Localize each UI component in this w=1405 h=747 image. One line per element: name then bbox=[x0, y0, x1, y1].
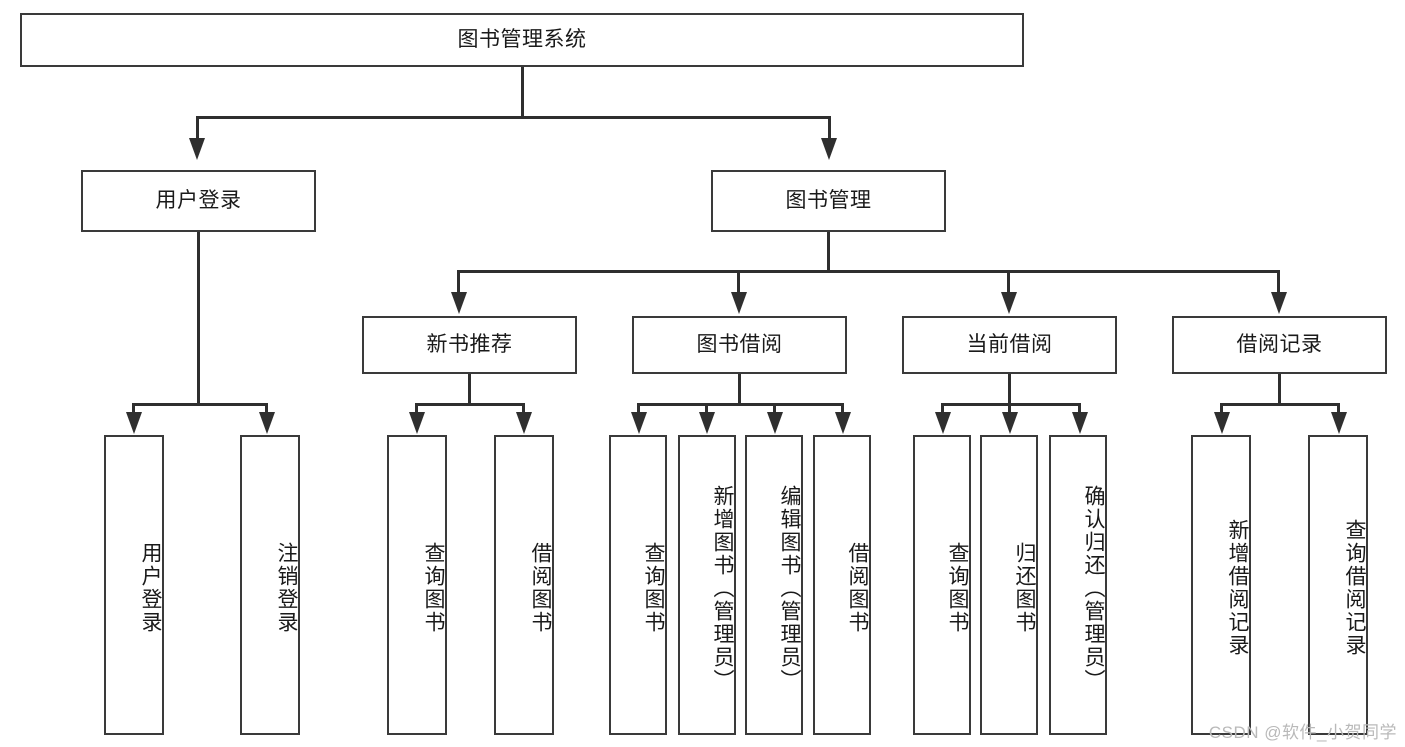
leaf-user-logout-label: 注销登录 bbox=[275, 542, 298, 634]
leaf-record-query[interactable]: 查询借阅记录 bbox=[1308, 435, 1368, 735]
leaf-borrow-edit-book-admin[interactable]: 编辑图书（管理员） bbox=[745, 435, 803, 735]
connector-level3-drop-3 bbox=[1007, 270, 1010, 294]
leaf-new-book-query[interactable]: 查询图书 bbox=[387, 435, 447, 735]
arrowhead-level3-3 bbox=[1001, 292, 1017, 314]
arrowhead-borrow-record-leaf-1 bbox=[1214, 412, 1230, 434]
connector-book-borrow-drop-1 bbox=[637, 403, 640, 415]
leaf-borrow-add-book-admin[interactable]: 新增图书（管理员） bbox=[678, 435, 736, 735]
connector-new-book-drop-1 bbox=[415, 403, 418, 415]
arrowhead-user-login-leaf-2 bbox=[259, 412, 275, 434]
arrowhead-book-borrow-leaf-3 bbox=[767, 412, 783, 434]
connector-user-login-drop-1 bbox=[132, 403, 135, 415]
leaf-new-book-borrow-label: 借阅图书 bbox=[529, 542, 552, 634]
node-new-book-recommend[interactable]: 新书推荐 bbox=[362, 316, 577, 374]
leaf-new-book-borrow[interactable]: 借阅图书 bbox=[494, 435, 554, 735]
leaf-new-book-query-label: 查询图书 bbox=[422, 542, 445, 634]
node-new-book-recommend-label: 新书推荐 bbox=[426, 332, 513, 356]
node-current-borrow[interactable]: 当前借阅 bbox=[902, 316, 1117, 374]
leaf-borrow-query-book[interactable]: 查询图书 bbox=[609, 435, 667, 735]
connector-current-borrow-drop-3 bbox=[1078, 403, 1081, 415]
arrowhead-borrow-record-leaf-2 bbox=[1331, 412, 1347, 434]
connector-current-borrow-stem bbox=[1008, 374, 1011, 405]
arrowhead-new-book-leaf-2 bbox=[516, 412, 532, 434]
leaf-current-confirm-return-admin[interactable]: 确认归还（管理员） bbox=[1049, 435, 1107, 735]
leaf-borrow-edit-book-admin-label: 编辑图书（管理员） bbox=[778, 484, 801, 692]
leaf-current-query-book[interactable]: 查询图书 bbox=[913, 435, 971, 735]
leaf-record-add-label: 新增借阅记录 bbox=[1226, 519, 1249, 657]
leaf-current-return-book[interactable]: 归还图书 bbox=[980, 435, 1038, 735]
connector-user-login-stem bbox=[197, 232, 200, 405]
leaf-borrow-borrow-book-label: 借阅图书 bbox=[846, 542, 869, 634]
connector-book-borrow-bus bbox=[637, 403, 844, 406]
arrowhead-current-borrow-leaf-2 bbox=[1002, 412, 1018, 434]
connector-root-stem bbox=[521, 67, 524, 118]
arrowhead-level2-right bbox=[821, 138, 837, 160]
arrowhead-book-borrow-leaf-2 bbox=[699, 412, 715, 434]
connector-level2-drop-left bbox=[196, 116, 199, 140]
arrowhead-book-borrow-leaf-4 bbox=[835, 412, 851, 434]
arrowhead-book-borrow-leaf-1 bbox=[631, 412, 647, 434]
leaf-user-login-label: 用户登录 bbox=[139, 542, 162, 634]
node-user-login[interactable]: 用户登录 bbox=[81, 170, 316, 232]
connector-book-borrow-drop-4 bbox=[841, 403, 844, 415]
connector-user-login-drop-2 bbox=[265, 403, 268, 415]
connector-level3-bus bbox=[457, 270, 1280, 273]
connector-book-borrow-stem bbox=[738, 374, 741, 405]
leaf-borrow-query-book-label: 查询图书 bbox=[642, 542, 665, 634]
connector-current-borrow-bus bbox=[941, 403, 1081, 406]
connector-borrow-record-stem bbox=[1278, 374, 1281, 405]
leaf-current-query-book-label: 查询图书 bbox=[946, 542, 969, 634]
connector-borrow-record-bus bbox=[1220, 403, 1340, 406]
leaf-user-login[interactable]: 用户登录 bbox=[104, 435, 164, 735]
arrowhead-level2-left bbox=[189, 138, 205, 160]
leaf-current-confirm-return-admin-label: 确认归还（管理员） bbox=[1082, 484, 1105, 692]
leaf-borrow-add-book-admin-label: 新增图书（管理员） bbox=[711, 484, 734, 692]
arrowhead-user-login-leaf-1 bbox=[126, 412, 142, 434]
leaf-record-add[interactable]: 新增借阅记录 bbox=[1191, 435, 1251, 735]
node-book-borrow-label: 图书借阅 bbox=[696, 332, 783, 356]
arrowhead-level3-2 bbox=[731, 292, 747, 314]
node-borrow-record-label: 借阅记录 bbox=[1236, 332, 1323, 356]
arrowhead-current-borrow-leaf-1 bbox=[935, 412, 951, 434]
connector-new-book-drop-2 bbox=[522, 403, 525, 415]
connector-level2-bus bbox=[196, 116, 831, 119]
connector-level3-drop-2 bbox=[737, 270, 740, 294]
arrowhead-current-borrow-leaf-3 bbox=[1072, 412, 1088, 434]
connector-current-borrow-drop-1 bbox=[941, 403, 944, 415]
connector-book-borrow-drop-3 bbox=[773, 403, 776, 415]
connector-book-management-stem bbox=[827, 232, 830, 272]
connector-level3-drop-1 bbox=[457, 270, 460, 294]
connector-level3-drop-4 bbox=[1277, 270, 1280, 294]
node-user-login-label: 用户登录 bbox=[155, 188, 242, 212]
node-borrow-record[interactable]: 借阅记录 bbox=[1172, 316, 1387, 374]
connector-level2-drop-right bbox=[828, 116, 831, 140]
connector-borrow-record-drop-2 bbox=[1337, 403, 1340, 415]
node-root-system-label: 图书管理系统 bbox=[457, 27, 587, 51]
leaf-user-logout[interactable]: 注销登录 bbox=[240, 435, 300, 735]
node-root-system[interactable]: 图书管理系统 bbox=[20, 13, 1024, 67]
connector-user-login-bus bbox=[132, 403, 267, 406]
node-book-management[interactable]: 图书管理 bbox=[711, 170, 946, 232]
connector-book-borrow-drop-2 bbox=[705, 403, 708, 415]
connector-new-book-bus bbox=[415, 403, 525, 406]
connector-borrow-record-drop-1 bbox=[1220, 403, 1223, 415]
arrowhead-new-book-leaf-1 bbox=[409, 412, 425, 434]
connector-new-book-stem bbox=[468, 374, 471, 405]
leaf-current-return-book-label: 归还图书 bbox=[1013, 542, 1036, 634]
node-current-borrow-label: 当前借阅 bbox=[966, 332, 1053, 356]
node-book-borrow[interactable]: 图书借阅 bbox=[632, 316, 847, 374]
arrowhead-level3-1 bbox=[451, 292, 467, 314]
leaf-record-query-label: 查询借阅记录 bbox=[1343, 519, 1366, 657]
node-book-management-label: 图书管理 bbox=[785, 188, 872, 212]
arrowhead-level3-4 bbox=[1271, 292, 1287, 314]
leaf-borrow-borrow-book[interactable]: 借阅图书 bbox=[813, 435, 871, 735]
connector-current-borrow-drop-2 bbox=[1008, 403, 1011, 415]
